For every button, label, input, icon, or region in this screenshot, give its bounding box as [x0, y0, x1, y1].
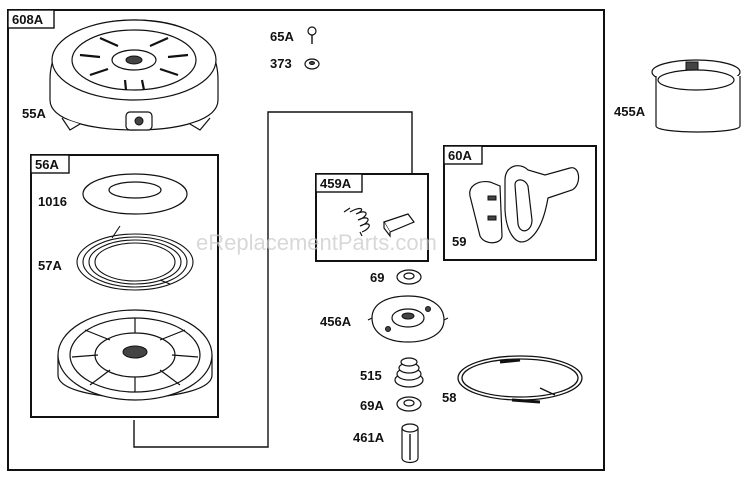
starter-rope-part [457, 355, 583, 404]
label-55A: 55A [22, 106, 46, 121]
label-58: 58 [442, 390, 456, 405]
starter-kit-box [30, 154, 219, 418]
screw-part [307, 26, 317, 44]
label-608A: 608A [12, 12, 44, 27]
spring-plate-part [82, 173, 188, 215]
retainer-part [367, 295, 449, 343]
outer-assembly-label-box [7, 9, 55, 29]
pawl-kit-box [315, 173, 429, 262]
starter-kit-label-box [30, 154, 70, 174]
label-56A: 56A [35, 157, 59, 172]
pawl-spring-part [343, 207, 370, 237]
label-60A: 60A [448, 148, 472, 163]
pin-part [401, 423, 419, 464]
handle-kit-box [443, 145, 597, 261]
label-65A: 65A [270, 29, 294, 44]
label-515: 515 [360, 368, 382, 383]
starter-handle-part [469, 165, 580, 244]
label-455A: 455A [614, 104, 646, 119]
starter-cup-part [651, 59, 741, 133]
pulley-part [57, 309, 213, 401]
handle-kit-label-box [443, 145, 483, 165]
rewind-spring-part [76, 225, 194, 291]
label-69A: 69A [360, 398, 384, 413]
nut-part [304, 58, 320, 70]
washer-bottom-part [396, 396, 422, 412]
label-373: 373 [270, 56, 292, 71]
pawl-part [383, 213, 415, 238]
pawl-kit-label-box [315, 173, 363, 193]
assembly-connector-line [133, 111, 413, 448]
label-57A: 57A [38, 258, 62, 273]
label-459A: 459A [320, 176, 352, 191]
brake-spring-part [394, 357, 424, 388]
washer-top-part [396, 269, 422, 285]
watermark-text: eReplacementParts.com [196, 230, 437, 255]
label-456A: 456A [320, 314, 352, 329]
label-69: 69 [370, 270, 384, 285]
outer-assembly-box [7, 9, 605, 471]
label-461A: 461A [353, 430, 385, 445]
rewind-housing-part [49, 19, 219, 131]
label-1016: 1016 [38, 194, 67, 209]
label-59: 59 [452, 234, 466, 249]
